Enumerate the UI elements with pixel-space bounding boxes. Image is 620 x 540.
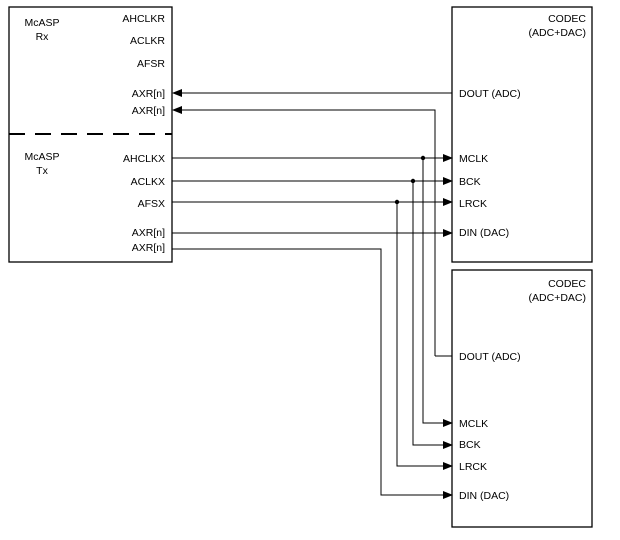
pin-aclkx: ACLKX	[131, 176, 165, 188]
pin-rx-axr-1: AXR[n]	[132, 88, 165, 100]
codec2-pin-lrck: LRCK	[459, 461, 487, 473]
junction-lrck	[394, 199, 400, 205]
codec2-pin-dout: DOUT (ADC)	[459, 351, 521, 363]
codec1-pin-bck: BCK	[459, 176, 481, 188]
pin-rx-axr-2: AXR[n]	[132, 105, 165, 117]
codec1-block	[451, 6, 593, 263]
wire-mclk-branch-to-codec2	[422, 158, 453, 427]
codec1-pin-dout: DOUT (ADC)	[459, 88, 521, 100]
junction-bck	[410, 178, 416, 184]
pin-afsx: AFSX	[138, 198, 165, 210]
codec1-subtitle: (ADC+DAC)	[529, 27, 586, 39]
codec2-block	[451, 269, 593, 528]
codec1-pin-lrck: LRCK	[459, 198, 487, 210]
codec2-pin-bck: BCK	[459, 439, 481, 451]
wire-axr-to-din2	[172, 248, 453, 499]
wire-bck-branch-to-codec2	[412, 181, 453, 449]
pin-tx-axr-2: AXR[n]	[132, 242, 165, 254]
codec1-title: CODEC	[548, 13, 586, 25]
junction-mclk	[420, 155, 426, 161]
mcasp-rx-subtitle: Rx	[36, 31, 50, 43]
codec2-title: CODEC	[548, 278, 586, 290]
wire-codec2-dout-to-axr	[173, 110, 452, 357]
mcasp-tx-subtitle: Tx	[36, 165, 48, 177]
pin-ahclkx: AHCLKX	[123, 153, 165, 165]
wire-lrck-branch-to-codec2	[396, 202, 453, 470]
codec2-pin-mclk: MCLK	[459, 418, 488, 430]
mcasp-tx-title: McASP	[24, 151, 59, 163]
codec2-pin-din: DIN (DAC)	[459, 490, 509, 502]
pin-aclkr: ACLKR	[130, 35, 165, 47]
pin-ahclkr: AHCLKR	[122, 13, 165, 25]
mcasp-rx-title: McASP	[24, 17, 59, 29]
codec1-pin-mclk: MCLK	[459, 153, 488, 165]
pin-tx-axr-1: AXR[n]	[132, 227, 165, 239]
codec1-pin-din: DIN (DAC)	[459, 227, 509, 239]
codec2-subtitle: (ADC+DAC)	[529, 292, 586, 304]
pin-afsr: AFSR	[137, 58, 165, 70]
